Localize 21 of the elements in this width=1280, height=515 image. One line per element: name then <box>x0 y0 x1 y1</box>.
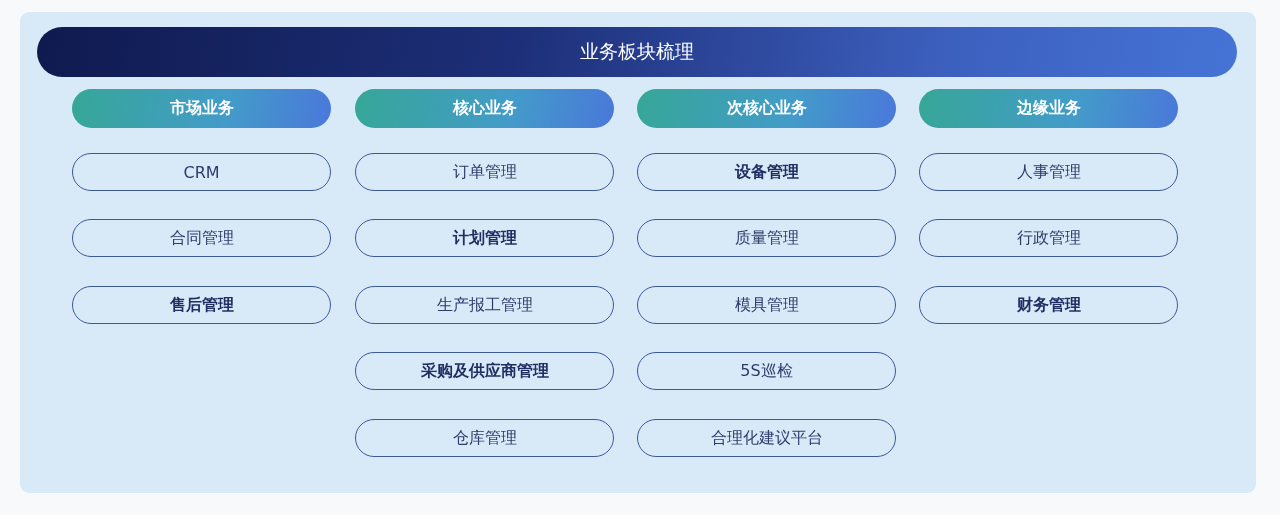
module-pill: 设备管理 <box>637 153 896 191</box>
module-pill: 模具管理 <box>637 286 896 324</box>
module-pill: 生产报工管理 <box>355 286 614 324</box>
module-pill: 合同管理 <box>72 219 331 257</box>
module-pill: 行政管理 <box>919 219 1178 257</box>
module-pill: 5S巡检 <box>637 352 896 390</box>
module-pill: 计划管理 <box>355 219 614 257</box>
category-header: 次核心业务 <box>637 89 896 128</box>
module-pill: CRM <box>72 153 331 191</box>
module-pill: 合理化建议平台 <box>637 419 896 457</box>
category-header: 边缘业务 <box>919 89 1178 128</box>
module-pill: 财务管理 <box>919 286 1178 324</box>
module-pill: 采购及供应商管理 <box>355 352 614 390</box>
module-pill: 仓库管理 <box>355 419 614 457</box>
category-header: 市场业务 <box>72 89 331 128</box>
module-pill: 售后管理 <box>72 286 331 324</box>
module-pill: 质量管理 <box>637 219 896 257</box>
title-banner: 业务板块梳理 <box>37 27 1237 77</box>
module-pill: 订单管理 <box>355 153 614 191</box>
category-header: 核心业务 <box>355 89 614 128</box>
module-pill: 人事管理 <box>919 153 1178 191</box>
